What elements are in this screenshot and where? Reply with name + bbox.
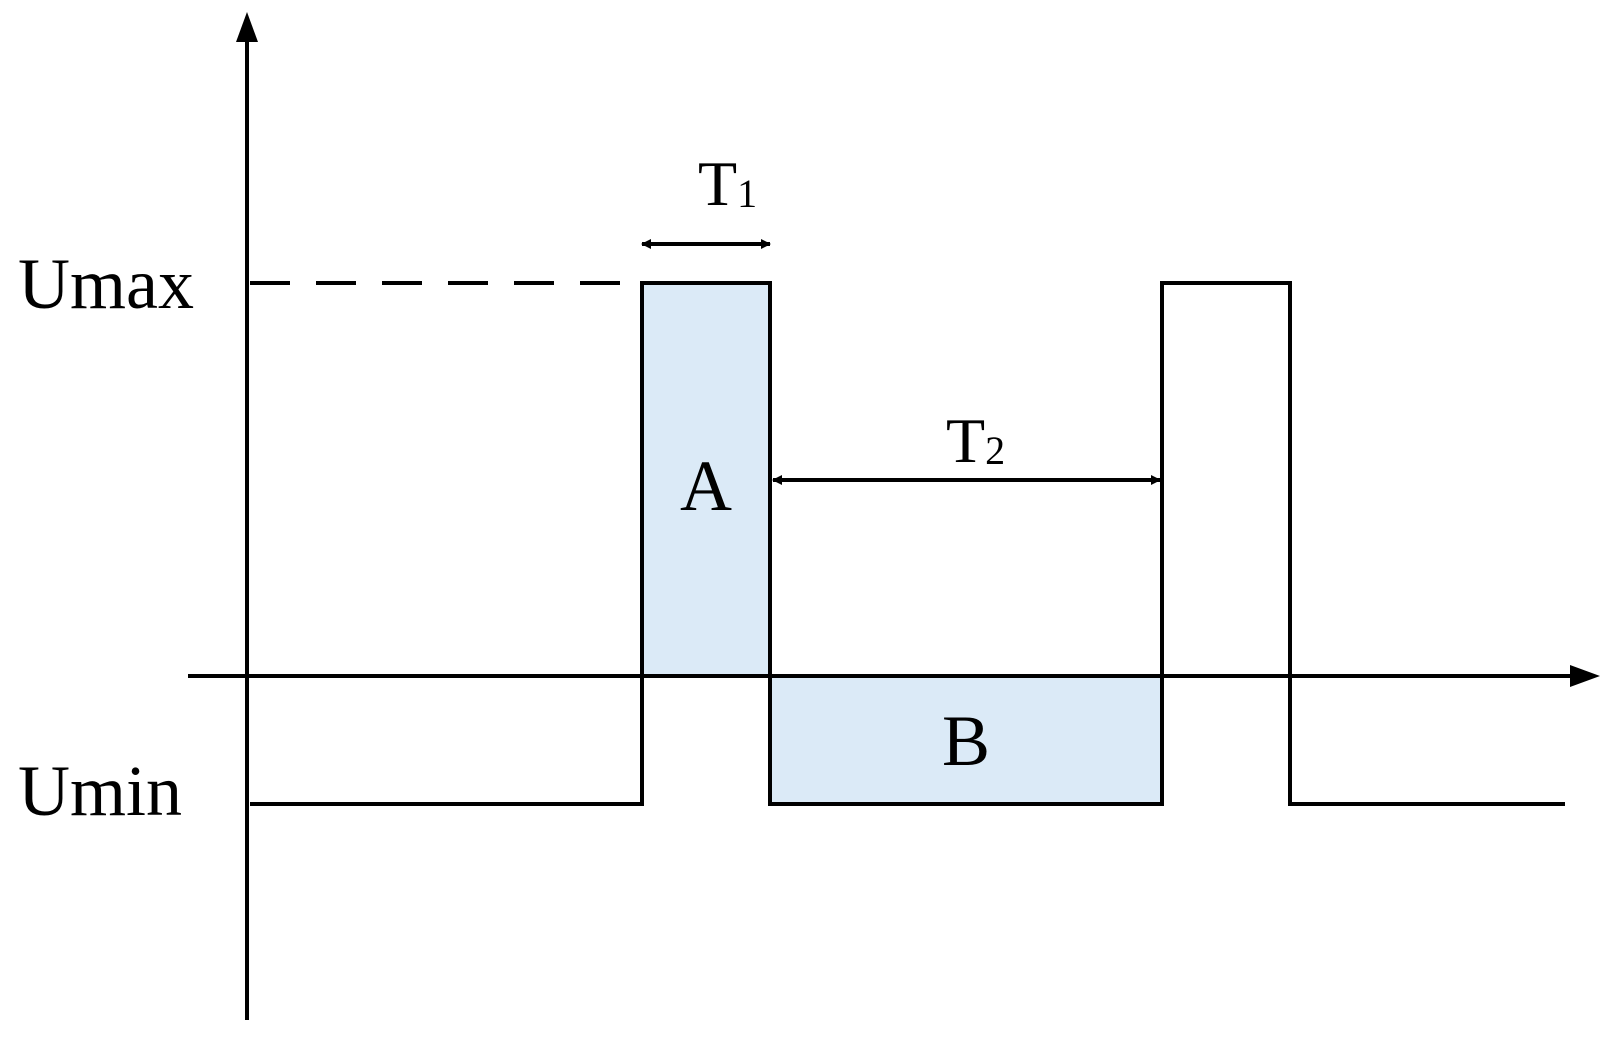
umax-label: Umax <box>18 244 194 324</box>
umin-label: Umin <box>18 751 182 831</box>
x-axis-arrowhead <box>1570 665 1600 687</box>
t1-label: T1 <box>698 148 757 219</box>
area-a-label: A <box>680 446 732 526</box>
area-a-fill <box>642 283 770 676</box>
area-b-label: B <box>942 701 990 781</box>
pulse-waveform <box>250 281 1565 806</box>
area-b-fill <box>770 676 1162 804</box>
t2-label: T2 <box>946 405 1005 476</box>
y-axis-arrowhead <box>236 12 258 42</box>
